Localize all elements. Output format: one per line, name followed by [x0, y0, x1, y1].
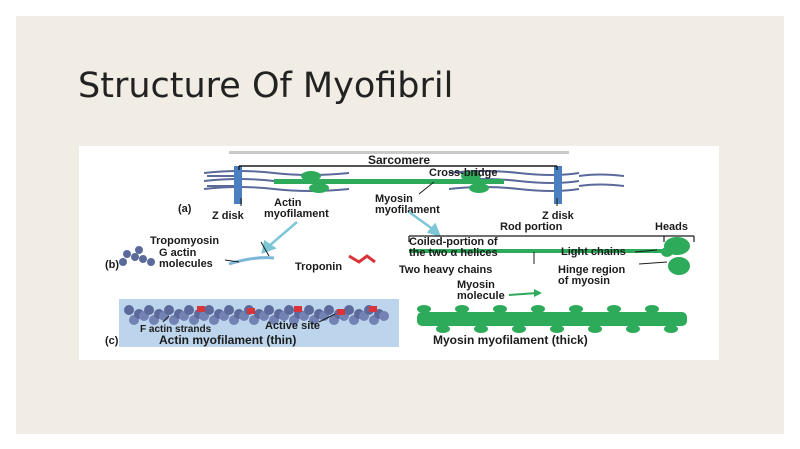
z-disk-left — [234, 166, 242, 204]
f-actin-bead — [184, 305, 194, 315]
myofibril-figure: Sarcomere Cross-bridge (a) Z disk Z disk… — [79, 146, 719, 360]
f-actin-bead — [304, 305, 314, 315]
label-rod-portion: Rod portion — [500, 221, 563, 233]
myosin-head-bump — [645, 305, 659, 313]
z-disk-right — [554, 166, 562, 204]
label-panel-c: (c) — [105, 335, 119, 347]
myosin-head-bump — [531, 305, 545, 313]
label-hinge-1: Hinge region — [558, 264, 626, 276]
myosin-molecule-arrow — [508, 289, 542, 297]
f-actin-bead — [224, 305, 234, 315]
myosin-head-bump — [550, 325, 564, 333]
f-actin-bead — [379, 311, 389, 321]
panel-a-pointer-lines — [240, 170, 558, 206]
myosin-head-bump — [493, 305, 507, 313]
myosin-head-bump — [455, 305, 469, 313]
label-myosin-2: myofilament — [375, 204, 440, 216]
rod-portion-bracket — [408, 235, 695, 242]
myosin-head-bump — [474, 325, 488, 333]
label-panel-b: (b) — [105, 259, 119, 271]
label-troponin: Troponin — [295, 261, 342, 273]
myosin-head-bump — [626, 325, 640, 333]
label-heads: Heads — [655, 221, 688, 233]
label-actin-thin: Actin myofilament (thin) — [159, 333, 296, 347]
myosin-head-bump — [664, 325, 678, 333]
label-cross-bridge: Cross-bridge — [429, 167, 497, 179]
label-hinge-2: of myosin — [558, 275, 610, 287]
f-actin-bead — [124, 305, 134, 315]
panel-a-left-stubs — [207, 175, 234, 187]
f-actin-bead — [324, 305, 334, 315]
label-coiled-1: Coiled-portion of — [409, 236, 498, 248]
label-light-chains: Light chains — [561, 246, 626, 258]
myosin-heads — [661, 237, 690, 275]
myosin-head-bump — [417, 305, 431, 313]
myofibril-diagram: Sarcomere Cross-bridge (a) Z disk Z disk… — [105, 151, 709, 347]
panel-c-pointers — [162, 313, 336, 323]
myosin-rod — [409, 249, 664, 253]
label-g-actin-2: molecules — [159, 258, 213, 270]
f-actin-strands — [124, 305, 389, 325]
panel-a-cross-bridges — [301, 171, 489, 193]
label-actin-1: Actin — [274, 197, 302, 209]
active-sites — [197, 306, 377, 315]
label-coiled-2: the two α helices — [409, 247, 498, 259]
label-z-disk-right: Z disk — [542, 210, 575, 222]
myosin-head-bump — [569, 305, 583, 313]
label-actin-2: myofilament — [264, 208, 329, 220]
label-panel-a: (a) — [178, 203, 192, 215]
label-g-actin-1: G actin — [159, 247, 197, 259]
myosin-head-bump — [588, 325, 602, 333]
sarcomere-bracket — [238, 165, 558, 170]
myosin-head-bump — [436, 325, 450, 333]
label-two-heavy-chains: Two heavy chains — [399, 264, 492, 276]
f-actin-bead — [144, 305, 154, 315]
myosin-thick-filament — [417, 305, 687, 333]
label-myosin-1: Myosin — [375, 193, 413, 205]
f-actin-bead — [264, 305, 274, 315]
label-sarcomere: Sarcomere — [368, 153, 430, 167]
tropomyosin-strand — [228, 256, 275, 266]
label-z-disk-left: Z disk — [212, 210, 245, 222]
panel-b-right-pointers — [533, 249, 668, 265]
copyright-line — [229, 151, 569, 154]
label-f-actin: F actin strands — [140, 324, 212, 335]
f-actin-bead — [284, 305, 294, 315]
panel-b-left-pointers — [224, 241, 270, 263]
panel-a-myosin-filament — [274, 179, 504, 184]
myosin-head-bump — [512, 325, 526, 333]
slide-title: Structure Of Myofibril — [78, 66, 454, 106]
f-actin-bead — [164, 305, 174, 315]
troponin-shape — [348, 254, 376, 264]
label-active-site: Active site — [265, 320, 320, 332]
label-myosin-thick: Myosin myofilament (thick) — [433, 333, 588, 347]
panel-a-actin-filaments — [203, 170, 625, 192]
label-tropomyosin: Tropomyosin — [150, 235, 219, 247]
f-actin-bead — [204, 305, 214, 315]
g-actin-beads — [119, 246, 155, 266]
label-myosin-molecule-1: Myosin — [457, 279, 495, 291]
f-actin-bead — [344, 305, 354, 315]
myosin-head-bump — [607, 305, 621, 313]
